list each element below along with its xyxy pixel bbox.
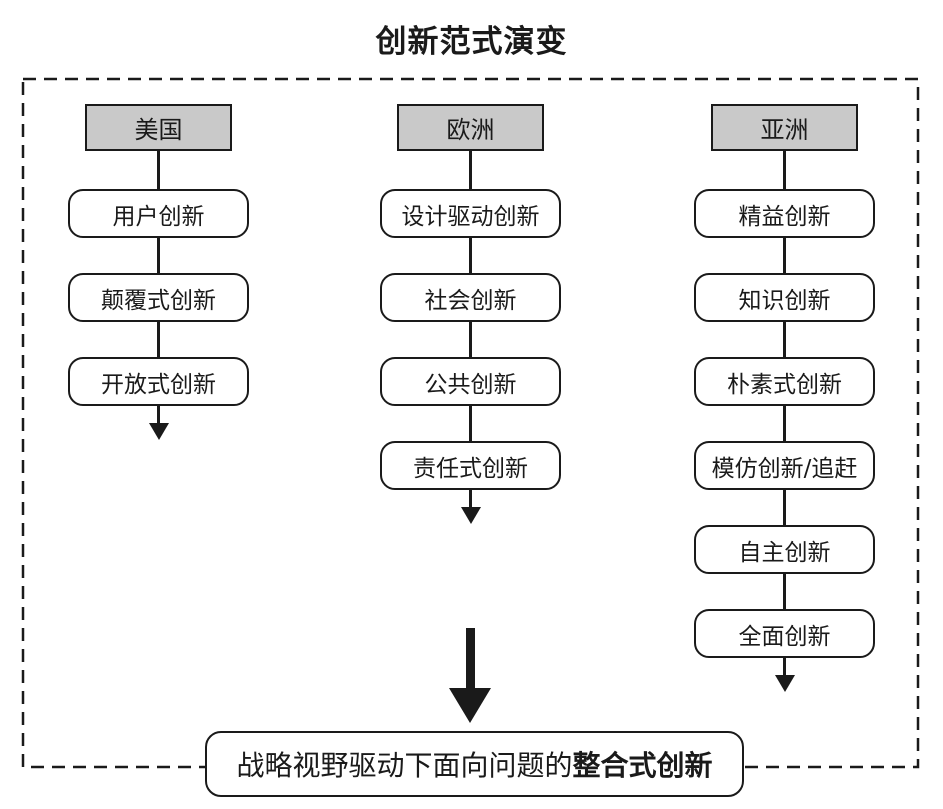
column-asia: 亚洲 精益创新 知识创新 朴素式创新 模仿创新/追赶 自主创新 全面创新 [694,104,875,692]
connector-line [469,322,472,357]
connector-line [783,406,786,441]
flow-item-box: 社会创新 [380,273,561,322]
flow-item-box: 模仿创新/追赶 [694,441,875,490]
connector-line [469,406,472,441]
connector-line [783,322,786,357]
arrow-head [449,688,491,723]
down-arrow-icon [148,406,169,440]
arrow-stem [469,490,472,507]
column-europe: 欧洲 设计驱动创新 社会创新 公共创新 责任式创新 [380,104,561,524]
diagram-title: 创新范式演变 [375,24,568,60]
connector-line [157,238,160,273]
down-arrow-icon [460,490,481,524]
result-text-bold: 整合式创新 [572,749,713,782]
arrow-stem [465,628,475,688]
flow-item-box: 公共创新 [380,357,561,406]
arrow-head [148,423,169,440]
column-header-europe: 欧洲 [397,104,544,151]
column-header-asia: 亚洲 [711,104,858,151]
flow-item-box: 全面创新 [694,609,875,658]
result-box: 战略视野驱动下面向问题的整合式创新 [205,731,744,797]
connector-line [157,151,160,189]
arrow-stem [783,658,786,675]
flow-item-box: 颠覆式创新 [68,273,249,322]
connector-line [469,238,472,273]
flow-item-box: 精益创新 [694,189,875,238]
flow-item-box: 自主创新 [694,525,875,574]
flow-item-box: 用户创新 [68,189,249,238]
connector-line [783,151,786,189]
arrow-head [460,507,481,524]
big-down-arrow-icon [449,628,491,723]
flow-item-box: 开放式创新 [68,357,249,406]
flow-item-box: 知识创新 [694,273,875,322]
connector-line [783,238,786,273]
connector-line [783,490,786,525]
connector-line [469,151,472,189]
flow-item-box: 设计驱动创新 [380,189,561,238]
result-text-regular: 战略视野驱动下面向问题的 [236,749,573,782]
flow-item-box: 责任式创新 [380,441,561,490]
down-arrow-icon [774,658,795,692]
column-usa: 美国 用户创新 颠覆式创新 开放式创新 [68,104,249,440]
arrow-head [774,675,795,692]
arrow-stem [157,406,160,423]
flow-item-box: 朴素式创新 [694,357,875,406]
connector-line [783,574,786,609]
column-header-usa: 美国 [85,104,232,151]
connector-line [157,322,160,357]
